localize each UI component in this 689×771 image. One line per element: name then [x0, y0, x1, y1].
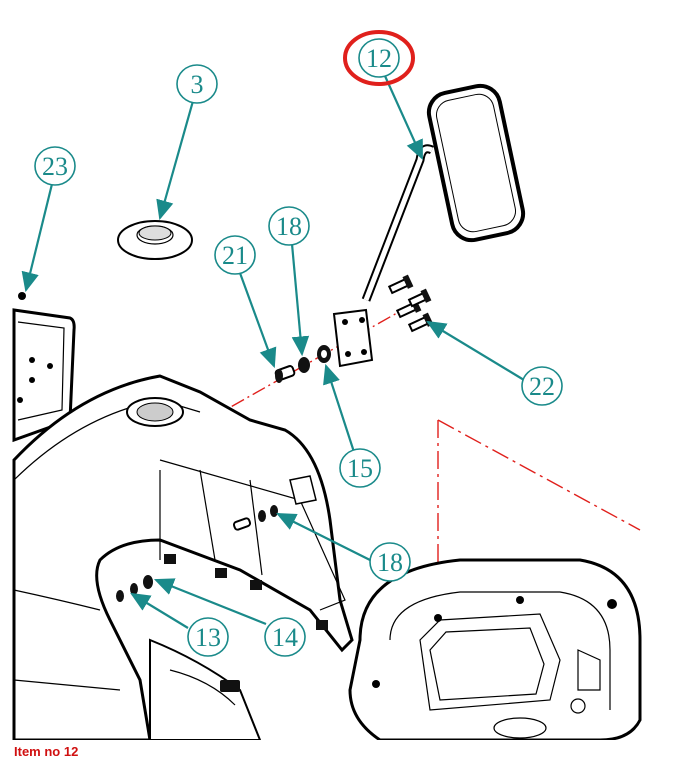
part-side-panel — [12, 292, 76, 443]
callout-13: 13 — [187, 617, 229, 657]
svg-text:3: 3 — [191, 70, 204, 99]
callout-3: 3 — [176, 64, 218, 104]
part-screws — [387, 274, 434, 333]
part-grommet — [117, 220, 193, 260]
callout-15: 15 — [339, 448, 381, 488]
svg-text:18: 18 — [377, 548, 403, 577]
callout-18-top: 18 — [268, 206, 310, 246]
part-fasteners-lower — [116, 505, 278, 602]
callout-12: 12 — [343, 30, 415, 86]
svg-text:12: 12 — [366, 44, 392, 73]
callout-22: 22 — [521, 366, 563, 406]
svg-text:18: 18 — [276, 212, 302, 241]
callout-23: 23 — [34, 146, 76, 186]
callout-21: 21 — [214, 235, 256, 275]
svg-text:15: 15 — [347, 454, 373, 483]
part-mirror — [332, 83, 526, 368]
part-fasteners-top — [274, 345, 331, 383]
part-instrument-cover — [348, 558, 642, 740]
svg-text:13: 13 — [195, 623, 221, 652]
svg-text:14: 14 — [272, 623, 298, 652]
callout-18-lower: 18 — [369, 542, 411, 582]
svg-text:23: 23 — [42, 152, 68, 181]
exploded-parts-diagram: 3 12 23 21 18 22 15 18 13 14 — [12, 30, 642, 740]
item-caption: Item no 12 — [14, 744, 79, 759]
leader-lines — [21, 75, 525, 629]
part-dashboard-housing — [12, 374, 354, 740]
svg-text:22: 22 — [529, 372, 555, 401]
callout-14: 14 — [264, 617, 306, 657]
svg-text:21: 21 — [222, 241, 248, 270]
highlight-ring — [343, 30, 415, 86]
